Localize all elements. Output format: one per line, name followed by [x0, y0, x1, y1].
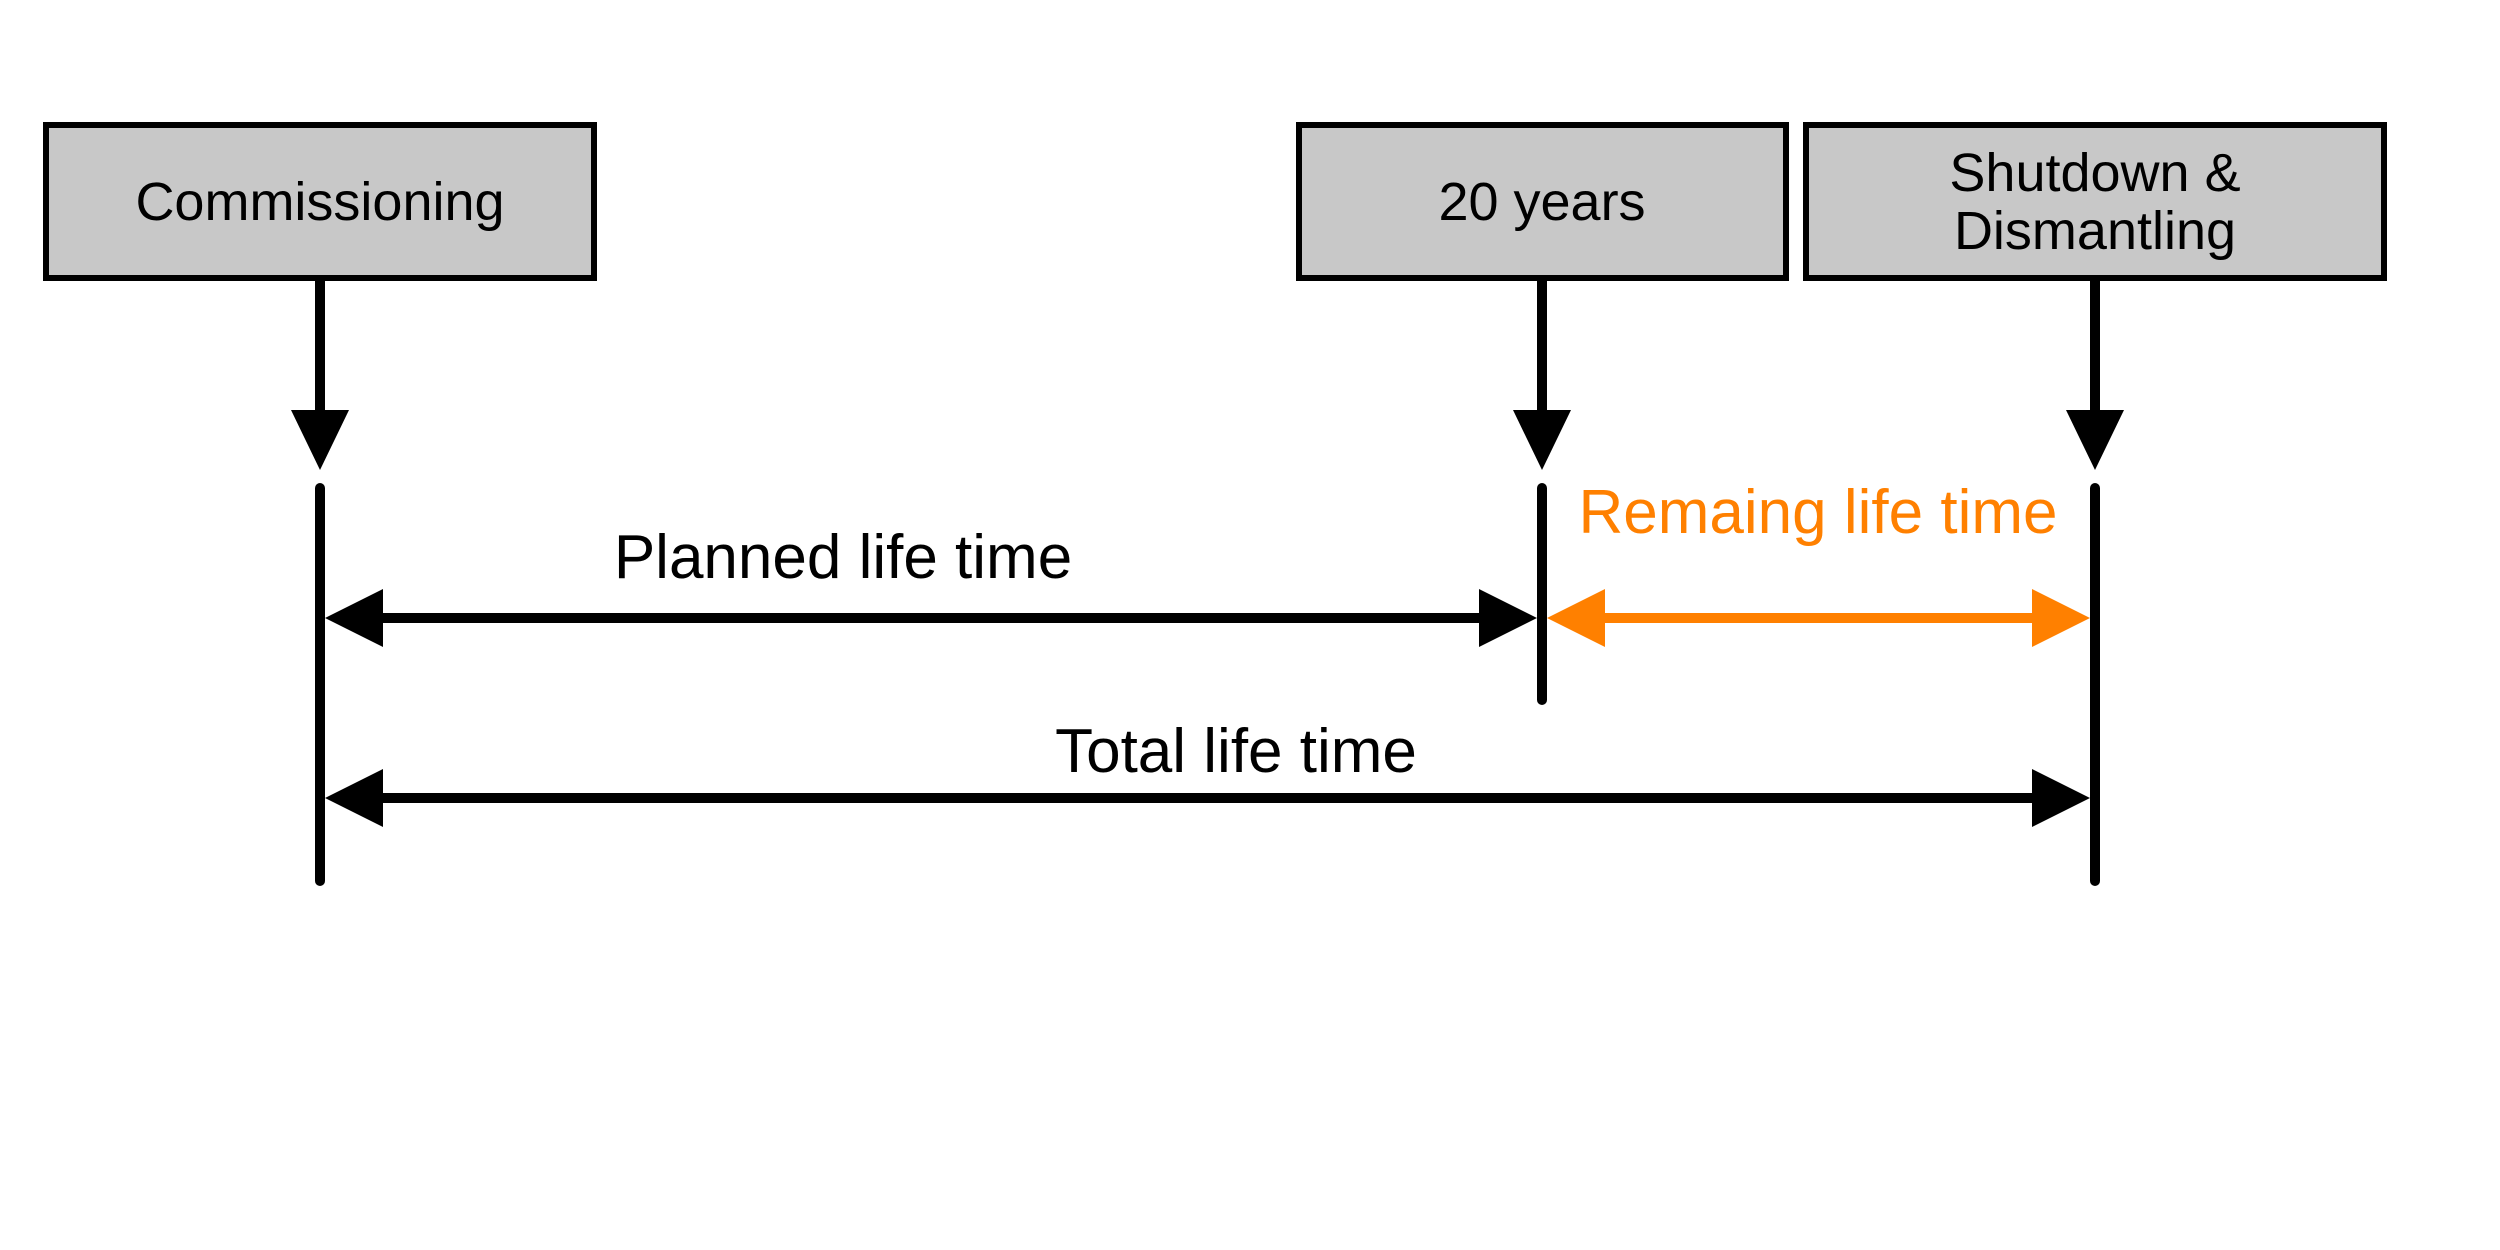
remaining-lifetime-label: Remaing life time	[1579, 478, 2058, 547]
planned-lifetime-arrow	[325, 589, 1537, 647]
total-lifetime-arrow	[325, 769, 2090, 827]
commissioning-box-label: Commissioning	[135, 172, 504, 232]
remaining-lifetime-arrow	[1547, 589, 2090, 647]
shutdown-dismantling-box-rect	[1803, 122, 2387, 281]
shutdown-dismantling-box-label-line2: Dismantling	[1954, 201, 2236, 261]
commissioning-box-rect	[43, 122, 597, 281]
planned-lifetime-label: Planned life time	[614, 523, 1072, 592]
commissioning-down-arrow	[291, 280, 349, 470]
shutdown-down-arrow	[2066, 280, 2124, 470]
twenty-years-box-label: 20 years	[1438, 172, 1645, 232]
twenty-years-box-rect	[1296, 122, 1789, 281]
commissioning-box: Commissioning	[43, 122, 597, 281]
total-lifetime-label: Total life time	[1055, 717, 1417, 786]
shutdown-dismantling-box-label-line1: Shutdown &	[1949, 143, 2240, 203]
twenty-years-box: 20 years	[1296, 122, 1789, 281]
shutdown-dismantling-box: Shutdown & Dismantling	[1803, 122, 2387, 281]
twenty-years-down-arrow	[1513, 280, 1571, 470]
